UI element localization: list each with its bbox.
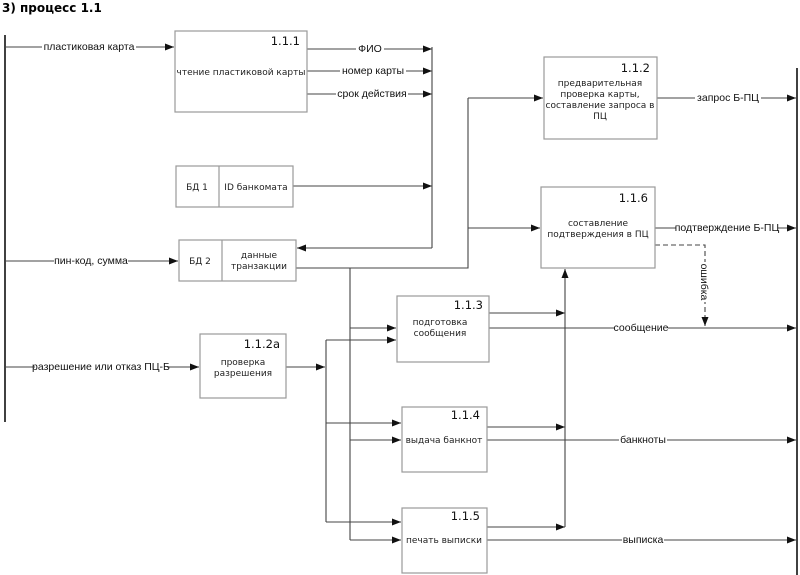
process-label: ПЦ <box>593 112 607 122</box>
label-error: ошибка <box>698 264 710 301</box>
store-name: ID банкомата <box>224 183 287 193</box>
process-number: 1.1.1 <box>271 34 300 48</box>
label-auth-result: разрешение или отказ ПЦ-Б <box>32 361 170 373</box>
label-fio: ФИО <box>358 43 382 55</box>
process-number: 1.1.3 <box>454 298 483 312</box>
label-pin-sum: пин-код, сумма <box>54 255 128 267</box>
label-banknotes: банкноты <box>620 434 666 446</box>
process-1-1-4[interactable]: 1.1.4 выдача банкнот <box>401 406 488 473</box>
process-number: 1.1.4 <box>451 408 480 422</box>
process-label: составление <box>568 219 628 229</box>
process-1-1-2[interactable]: 1.1.2 предварительная проверка карты, со… <box>543 56 658 140</box>
process-label: разрешения <box>214 369 272 379</box>
process-label: предварительная <box>558 79 642 89</box>
flow-error <box>655 244 709 326</box>
label-message: сообщение <box>614 322 669 334</box>
store-id: БД 1 <box>186 183 208 193</box>
process-label: проверка карты, <box>560 90 639 100</box>
diagram-title: 3) процесс 1.1 <box>2 1 102 15</box>
process-number: 1.1.2 <box>621 61 650 75</box>
label-statement: выписка <box>623 534 664 546</box>
process-label: печать выписки <box>406 536 482 546</box>
process-1-1-6[interactable]: 1.1.6 составление подтверждения в ПЦ <box>540 186 656 269</box>
process-1-1-1[interactable]: 1.1.1 чтение пластиковой карты <box>174 30 308 113</box>
process-number: 1.1.6 <box>619 191 648 205</box>
store-name: транзакции <box>231 262 287 272</box>
data-store-db2[interactable]: БД 2 данные транзакции <box>178 239 297 282</box>
process-label: сообщения <box>414 329 467 339</box>
process-label: подготовка <box>413 318 468 328</box>
label-request: запрос Б-ПЦ <box>697 92 759 104</box>
process-number: 1.1.2а <box>244 337 280 351</box>
process-label: проверка <box>221 358 266 368</box>
data-store-db1[interactable]: БД 1 ID банкомата <box>175 165 294 208</box>
store-id: БД 2 <box>189 257 211 267</box>
db2-output-line <box>296 98 469 269</box>
process-number: 1.1.5 <box>451 509 480 523</box>
process-label: чтение пластиковой карты <box>177 68 306 78</box>
process-1-1-3[interactable]: 1.1.3 подготовка сообщения <box>396 295 490 363</box>
process-label: составление запроса в <box>546 101 655 111</box>
label-card-number: номер карты <box>342 65 404 77</box>
process-label: выдача банкнот <box>406 436 483 446</box>
process-label: подтверждения в ПЦ <box>547 230 648 240</box>
process-1-1-2a[interactable]: 1.1.2а проверка разрешения <box>199 333 287 399</box>
store-name: данные <box>241 251 278 261</box>
process-1-1-5[interactable]: 1.1.5 печать выписки <box>401 507 488 574</box>
label-confirmation: подтверждение Б-ПЦ <box>675 222 780 234</box>
label-expiry: срок действия <box>337 88 406 100</box>
label-plastic-card: пластиковая карта <box>44 41 135 53</box>
